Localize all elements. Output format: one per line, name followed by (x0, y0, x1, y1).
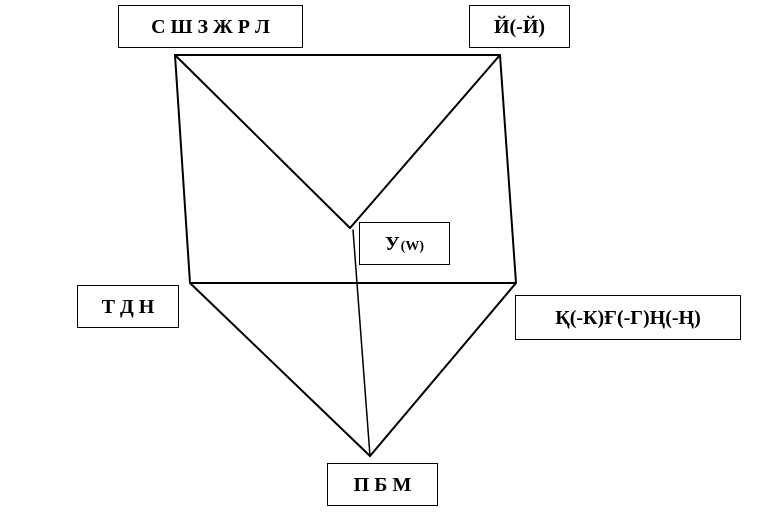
node-right-label: Қ(-К)Ғ(-Г)Ң(-Ң) (555, 306, 701, 329)
node-center-label-sub: (W) (400, 238, 424, 254)
node-center-label-main: У (384, 232, 400, 255)
node-top-left: С Ш З Ж Р Л (118, 5, 303, 48)
node-top-right: Й(-Й) (469, 5, 570, 48)
node-bottom: П Б М (327, 463, 438, 506)
edge-left-to-bottom (189, 282, 371, 457)
edge-center-to-bottom (352, 229, 371, 457)
node-left: Т Д Н (77, 285, 179, 328)
edge-right-to-bottom (369, 282, 517, 457)
edge-left-outer (174, 54, 191, 284)
edge-top-left-to-center (174, 54, 351, 229)
node-bottom-label: П Б М (353, 473, 412, 496)
node-top-left-label: С Ш З Ж Р Л (151, 15, 270, 38)
node-right: Қ(-К)Ғ(-Г)Ң(-Ң) (515, 295, 741, 340)
edge-top-right-to-center (349, 54, 501, 229)
node-top-right-label: Й(-Й) (493, 15, 546, 38)
node-left-label: Т Д Н (101, 295, 155, 318)
edge-right-outer (499, 54, 517, 284)
node-center: У(W) (359, 222, 450, 265)
